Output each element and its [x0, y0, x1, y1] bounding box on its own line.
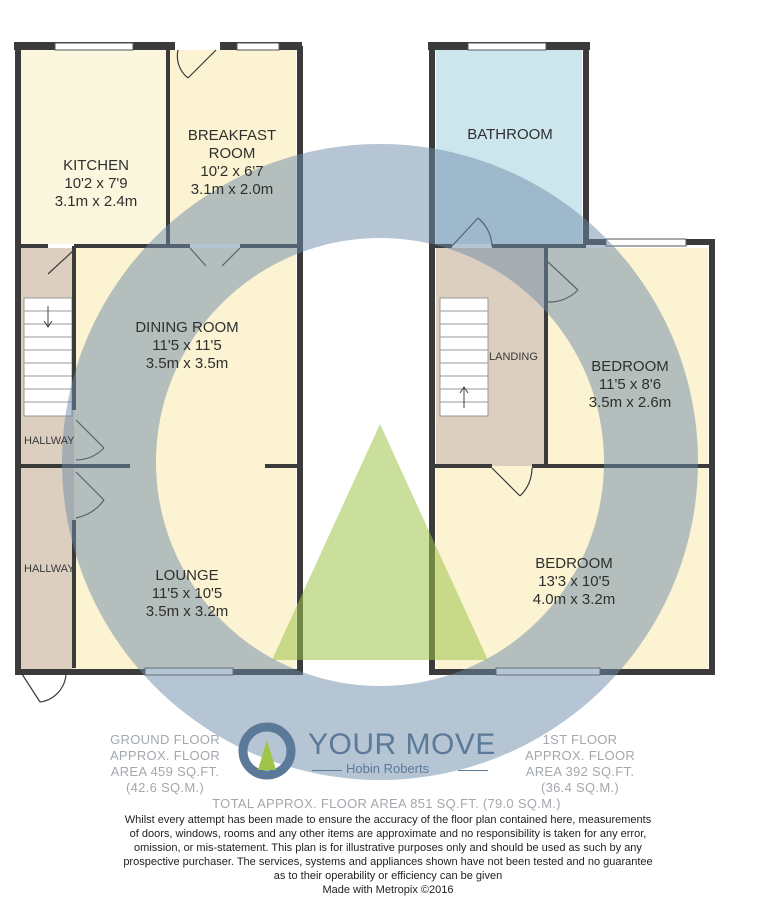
breakfast-metric: 3.1m x 2.0m: [191, 181, 274, 198]
ground-area-line: APPROX. FLOOR: [109, 748, 221, 763]
kitchen-metric: 3.1m x 2.4m: [55, 193, 138, 210]
disclaimer-line: omission, or mis-statement. This plan is…: [134, 842, 642, 854]
dining-imperial: 11'5 x 11'5: [152, 337, 221, 354]
watermark-triangle: [272, 424, 488, 660]
hallway-lower-name: HALLWAY: [24, 563, 75, 575]
first-area-line: (36.4 SQ.M.): [540, 780, 619, 795]
brand-logo-icon: [238, 722, 296, 780]
dining-metric: 3.5m x 3.5m: [146, 355, 229, 372]
bathroom-name: BATHROOM: [467, 126, 553, 143]
bedroom-rear-name: BEDROOM: [591, 358, 669, 375]
breakfast-name-1: BREAKFAST: [188, 127, 276, 144]
dining-name: DINING ROOM: [135, 319, 238, 336]
brand-divider-right: [458, 770, 488, 771]
disclaimer-line: as to their operability or efficiency ca…: [273, 870, 503, 882]
disclaimer: Whilst every attempt has been made to en…: [120, 813, 656, 897]
bedroom-front-name: BEDROOM: [535, 555, 613, 572]
ground-area-line: (42.6 SQ.M.): [125, 780, 204, 795]
first-area-line: AREA 392 SQ.FT.: [525, 764, 635, 779]
lounge-imperial: 11'5 x 10'5: [152, 585, 223, 602]
lounge-name: LOUNGE: [155, 567, 218, 584]
kitchen-room: [20, 50, 168, 244]
kitchen-imperial: 10'2 x 7'9: [64, 175, 127, 192]
bedroom-rear-metric: 3.5m x 2.6m: [589, 394, 672, 411]
ground-area-line: AREA 459 SQ.FT.: [110, 764, 220, 779]
room-labels: KITCHEN 10'2 x 7'9 3.1m x 2.4m BREAKFAST…: [24, 126, 671, 620]
watermark-logo: [62, 144, 699, 780]
lounge-metric: 3.5m x 3.2m: [146, 603, 229, 620]
kitchen-name: KITCHEN: [63, 157, 129, 174]
brand-name: YOUR MOVE: [308, 728, 496, 761]
bedroom-front-metric: 4.0m x 3.2m: [533, 591, 616, 608]
disclaimer-line: of doors, windows, rooms and any other i…: [129, 828, 647, 840]
disclaimer-line: prospective purchaser. The services, sys…: [123, 856, 653, 868]
first-area-line: APPROX. FLOOR: [524, 748, 636, 763]
brand-divider-left: [312, 770, 342, 771]
bedroom-front-imperial: 13'3 x 10'5: [538, 573, 610, 590]
total-floor-area: TOTAL APPROX. FLOOR AREA 851 SQ.FT. (79.…: [212, 796, 561, 811]
hallway-upper-name: HALLWAY: [24, 435, 75, 447]
breakfast-imperial: 10'2 x 6'7: [200, 163, 263, 180]
breakfast-name-2: ROOM: [209, 145, 256, 162]
bedroom-rear-imperial: 11'5 x 8'6: [599, 376, 661, 393]
ground-floor-area: GROUND FLOOR APPROX. FLOOR AREA 459 SQ.F…: [95, 732, 235, 796]
stairs-ground: [23, 297, 73, 417]
brand-subtitle: Hobin Roberts: [346, 761, 430, 776]
disclaimer-line: Made with Metropix ©2016: [322, 884, 454, 896]
disclaimer-line: Whilst every attempt has been made to en…: [124, 814, 652, 826]
watermark-ring: [62, 144, 699, 780]
ground-area-line: GROUND FLOOR: [110, 732, 220, 747]
first-area-line: 1ST FLOOR: [542, 732, 618, 747]
landing-name: LANDING: [489, 351, 538, 363]
stairs-first: [439, 297, 489, 417]
first-floor-area: 1ST FLOOR APPROX. FLOOR AREA 392 SQ.FT. …: [510, 732, 650, 796]
